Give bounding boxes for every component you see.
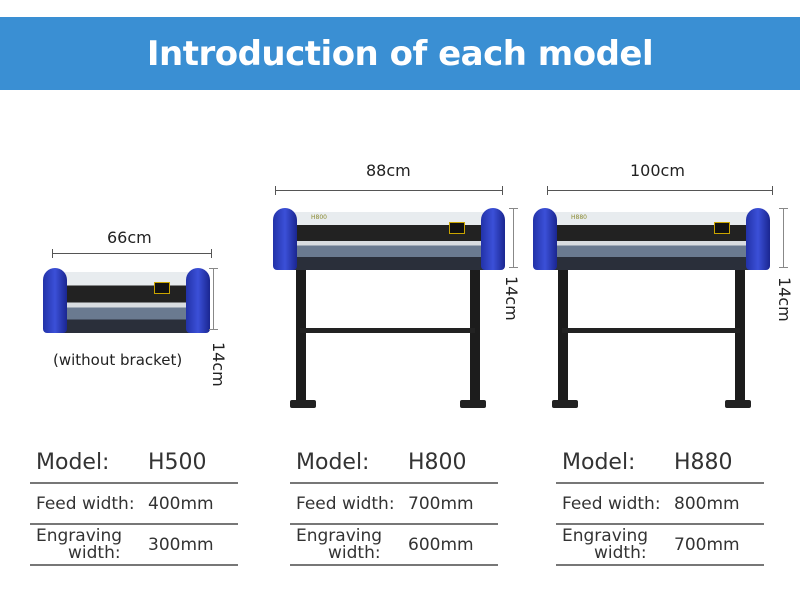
height-label-h500: 14cm — [209, 342, 228, 387]
model-label: Model: — [36, 449, 110, 475]
stand-foot — [460, 400, 486, 408]
height-label-h800: 14cm — [502, 276, 521, 321]
model-value: H500 — [148, 449, 207, 475]
stand-foot — [552, 400, 578, 408]
feed-width-label: Feed width: — [36, 493, 135, 514]
stand-crossbar — [300, 328, 475, 333]
model-label: Model: — [562, 449, 636, 475]
height-label-h880: 14cm — [775, 277, 794, 322]
page-title: Introduction of each model — [146, 33, 654, 74]
height-dimension-line — [779, 208, 788, 268]
width-dimension-line — [547, 186, 773, 195]
feed-width-value: 700mm — [408, 493, 474, 514]
width-label-h800: 88cm — [366, 161, 411, 180]
feed-width-value: 400mm — [148, 493, 214, 514]
without-bracket-note: (without bracket) — [53, 351, 183, 369]
stand-leg — [558, 270, 568, 402]
stand-leg — [470, 270, 480, 402]
height-dimension-line — [209, 268, 218, 330]
feed-width-label: Feed width: — [296, 493, 395, 514]
engraving-width-value: 600mm — [408, 534, 474, 555]
stand-leg — [296, 270, 306, 402]
plotter-image-h800: H800 — [273, 208, 505, 270]
width-dimension-line — [52, 249, 212, 258]
plotter-image-h880: H880 — [533, 208, 770, 270]
title-banner: Introduction of each model — [0, 17, 800, 90]
model-value: H800 — [408, 449, 467, 475]
model-value: H880 — [674, 449, 733, 475]
stand-leg — [735, 270, 745, 402]
height-dimension-line — [509, 208, 518, 268]
feed-width-label: Feed width: — [562, 493, 661, 514]
engraving-width-value: 300mm — [148, 534, 214, 555]
engraving-width-value: 700mm — [674, 534, 740, 555]
stand-foot — [290, 400, 316, 408]
stand-crossbar — [562, 328, 740, 333]
feed-width-value: 800mm — [674, 493, 740, 514]
width-label-h500: 66cm — [107, 228, 152, 247]
width-label-h880: 100cm — [630, 161, 685, 180]
stand-foot — [725, 400, 751, 408]
plotter-image-h500 — [43, 268, 210, 333]
model-label: Model: — [296, 449, 370, 475]
width-dimension-line — [275, 186, 503, 195]
